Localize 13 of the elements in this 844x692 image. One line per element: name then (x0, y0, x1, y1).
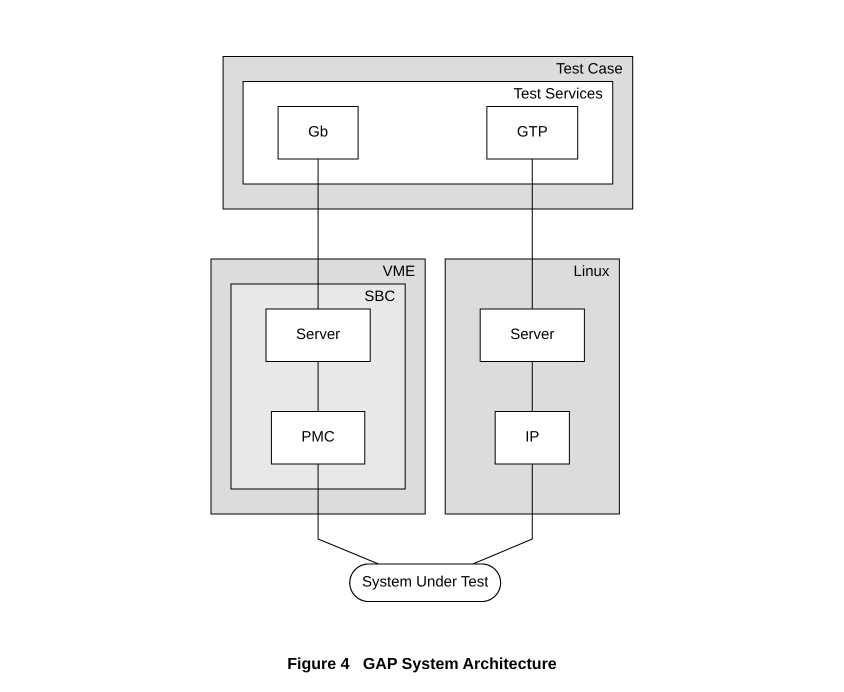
connector (471, 464, 533, 565)
connector (532, 158, 533, 310)
node-box: PMC (271, 411, 366, 464)
connector (532, 361, 533, 412)
node-box: IP (494, 411, 570, 464)
connector (318, 361, 319, 412)
node-box: Gb (278, 106, 359, 160)
node-box: Server (480, 308, 586, 362)
node-box: GTP (486, 106, 578, 160)
figure-caption: Figure 4 GAP System Architecture (287, 656, 557, 674)
connector (318, 464, 380, 565)
node-box: Server (266, 308, 371, 362)
connector (318, 158, 319, 310)
